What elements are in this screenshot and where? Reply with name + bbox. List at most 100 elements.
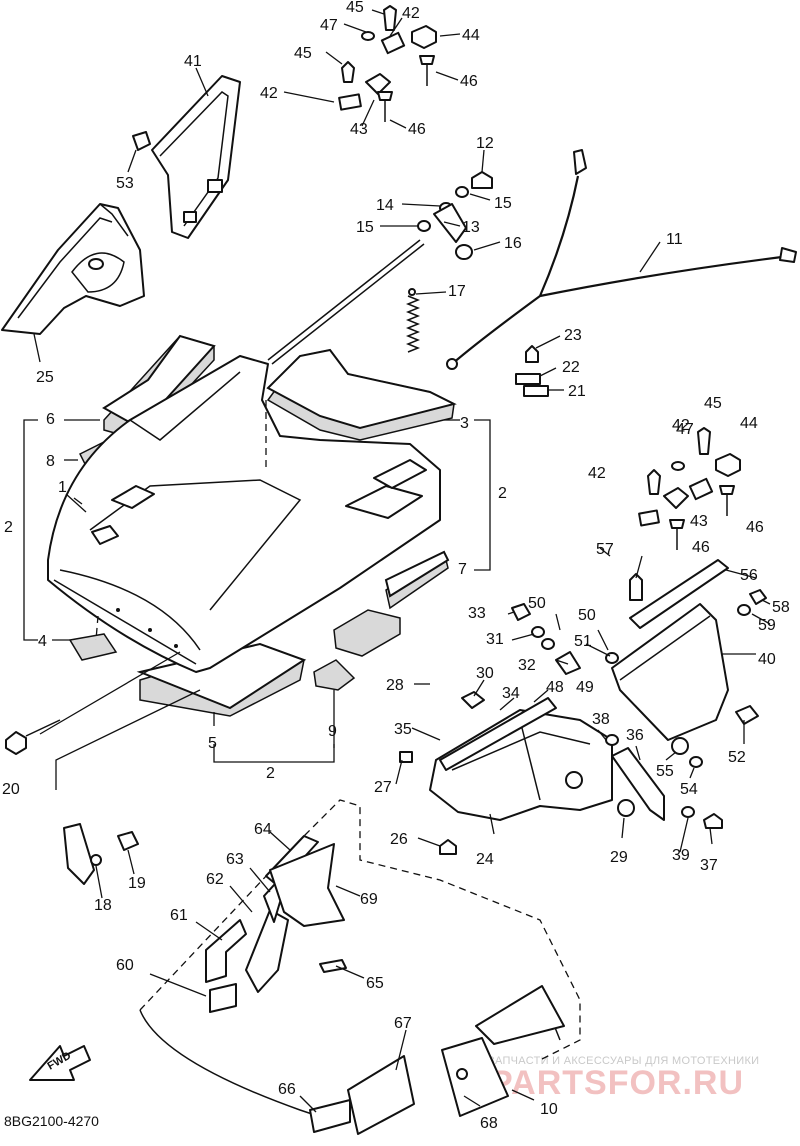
callout-20: 20 — [2, 781, 20, 798]
callout-25: 25 — [36, 369, 54, 386]
callout-27: 27 — [374, 779, 392, 796]
callout-34: 34 — [502, 685, 520, 702]
callout-36: 36 — [626, 727, 644, 744]
drawing-code: 8BG2100-4270 — [4, 1113, 99, 1129]
throttle-rod — [267, 239, 425, 365]
callout-30: 30 — [476, 665, 494, 682]
callout-60: 60 — [116, 957, 134, 974]
callout-23: 23 — [564, 327, 582, 344]
callout-5: 5 — [208, 735, 217, 752]
cowl-pads-60-69 — [205, 835, 415, 1135]
callout-42-top: 42 — [402, 5, 420, 22]
callout-17: 17 — [448, 283, 466, 300]
callout-61: 61 — [170, 907, 188, 924]
callout-19: 19 — [128, 875, 146, 892]
callout-10: 10 — [540, 1101, 558, 1118]
callout-28: 28 — [386, 677, 404, 694]
callout-56: 56 — [740, 567, 758, 584]
callout-46-top: 46 — [460, 73, 478, 90]
callout-68: 68 — [480, 1115, 498, 1132]
seal-strip-36 — [611, 747, 665, 821]
callout-13: 13 — [462, 219, 480, 236]
callout-3: 3 — [460, 415, 469, 432]
callout-12: 12 — [476, 135, 494, 152]
callout-43-right: 43 — [690, 513, 708, 530]
callout-53: 53 — [116, 175, 134, 192]
callout-47-right: 47 — [676, 421, 694, 438]
callout-33: 33 — [468, 605, 486, 622]
spring-17 — [405, 288, 421, 353]
callout-39: 39 — [672, 847, 690, 864]
callout-50-right: 50 — [578, 607, 596, 624]
callout-32: 32 — [518, 657, 536, 674]
callout-4: 4 — [38, 633, 47, 650]
callout-42-right-top: 42 — [672, 417, 690, 434]
callout-38: 38 — [592, 711, 610, 728]
callout-14: 14 — [376, 197, 394, 214]
callout-24: 24 — [476, 851, 494, 868]
watermark-tagline: ЗАПЧАСТИ И АКСЕССУАРЫ ДЛЯ МОТОТЕХНИКИ — [488, 1055, 759, 1067]
side-cover-40 — [611, 603, 729, 741]
callout-55: 55 — [656, 763, 674, 780]
callout-59: 59 — [758, 617, 776, 634]
callout-69: 69 — [360, 891, 378, 908]
small-parts-side — [399, 589, 767, 855]
callout-7: 7 — [458, 561, 467, 578]
grommet-19 — [117, 831, 139, 851]
callout-64: 64 — [254, 821, 272, 838]
callout-1: 1 — [58, 479, 67, 496]
callout-8: 8 — [46, 453, 55, 470]
callout-16: 16 — [504, 235, 522, 252]
callout-21: 21 — [568, 383, 586, 400]
callout-numbers: 41 53 25 45 47 42 44 45 46 42 43 46 12 1… — [2, 0, 790, 1132]
air-box-24 — [429, 709, 613, 821]
small-fasteners-12-16 — [417, 171, 493, 260]
bracket-18 — [63, 823, 102, 885]
bolt-20 — [5, 719, 61, 755]
callout-46-right: 46 — [746, 519, 764, 536]
callout-50-left: 50 — [528, 595, 546, 612]
cable-11 — [446, 149, 797, 370]
callout-67: 67 — [394, 1015, 412, 1032]
fastener-cluster-right — [629, 427, 741, 601]
callout-35: 35 — [394, 721, 412, 738]
foam-pad-9 — [313, 659, 356, 691]
callout-46-right-low: 46 — [692, 539, 710, 556]
forward-direction-arrow: FWD — [29, 1045, 91, 1081]
clips-21-23 — [515, 345, 549, 397]
callout-37: 37 — [700, 857, 718, 874]
callout-62: 62 — [206, 871, 224, 888]
callout-2-left: 2 — [4, 519, 13, 536]
callout-47-top: 47 — [320, 17, 338, 34]
callout-48: 48 — [546, 679, 564, 696]
callout-58: 58 — [772, 599, 790, 616]
foam-pad-3 — [266, 348, 457, 441]
callout-26: 26 — [390, 831, 408, 848]
callout-49: 49 — [576, 679, 594, 696]
callout-63: 63 — [226, 851, 244, 868]
grommet-53 — [132, 131, 151, 151]
callout-15-right: 15 — [494, 195, 512, 212]
foam-pad-7 — [333, 550, 450, 657]
callout-66: 66 — [278, 1081, 296, 1098]
leader-lines — [33, 9, 771, 1113]
headlight-housing-25 — [1, 203, 145, 335]
callout-54: 54 — [680, 781, 698, 798]
lower-cowl-10 — [139, 799, 581, 1121]
foam-pad-4 — [68, 633, 118, 661]
callout-57: 57 — [596, 541, 614, 558]
callout-45-mid: 45 — [294, 45, 312, 62]
watermark-brand: PARTSFOR.RU — [490, 1064, 744, 1102]
callout-40: 40 — [758, 651, 776, 668]
callout-45-right-top: 45 — [704, 395, 722, 412]
fastener-cluster-top — [338, 5, 437, 122]
callout-9: 9 — [328, 723, 337, 740]
callout-51: 51 — [574, 633, 592, 650]
callout-44-top: 44 — [462, 27, 480, 44]
callout-46-mid: 46 — [408, 121, 426, 138]
callout-65: 65 — [366, 975, 384, 992]
callout-2-right: 2 — [498, 485, 507, 502]
callout-43-top: 43 — [350, 121, 368, 138]
side-panel-bracket-41 — [151, 75, 241, 239]
